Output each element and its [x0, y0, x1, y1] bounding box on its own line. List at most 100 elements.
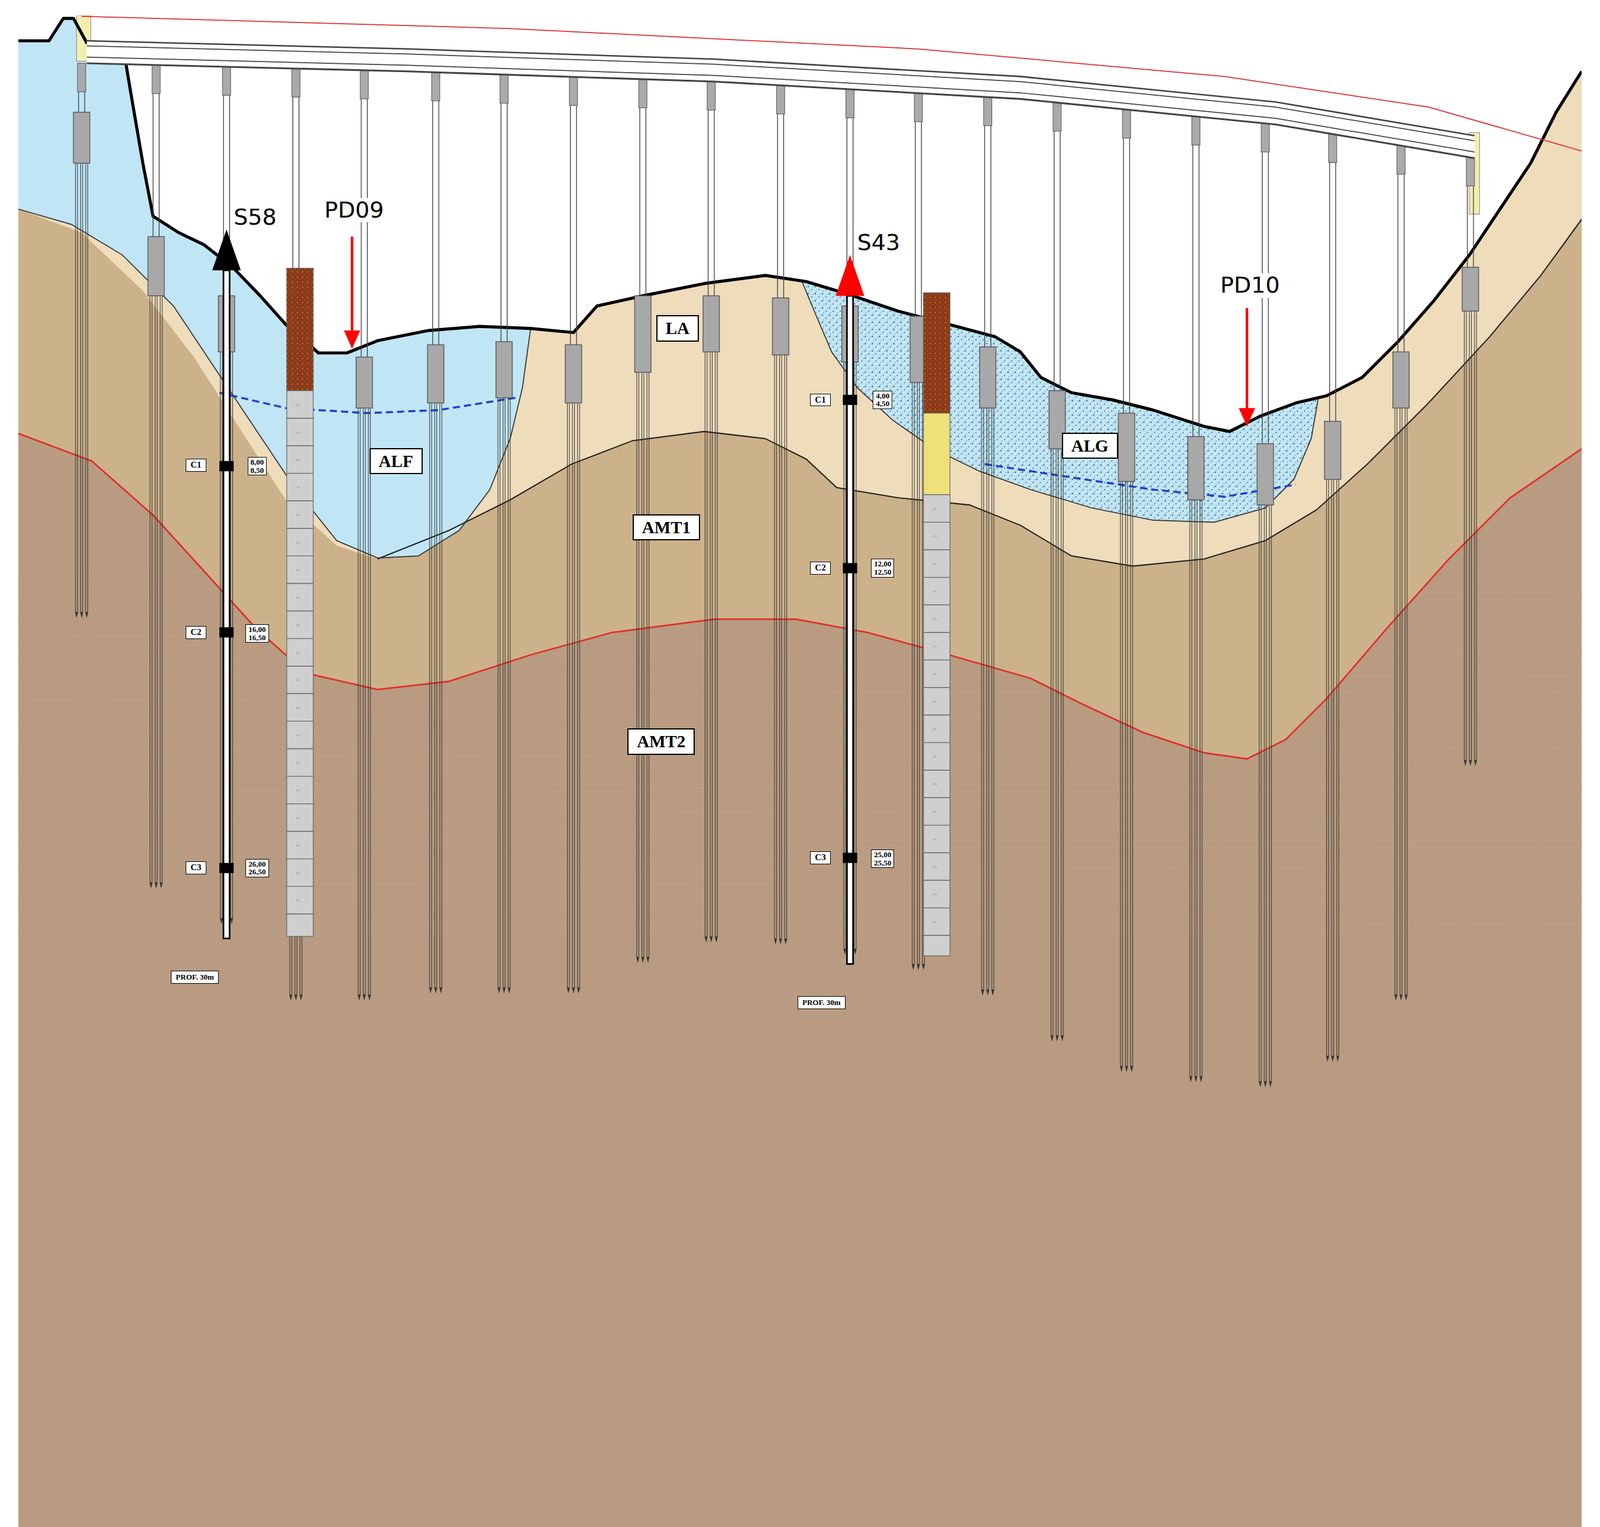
pile-tip	[853, 949, 857, 955]
pile	[1469, 311, 1470, 760]
pier-column	[1122, 109, 1124, 413]
log-mark	[295, 458, 300, 461]
log-division	[286, 748, 314, 750]
deck-line	[86, 63, 1475, 158]
log-mark	[932, 673, 937, 676]
pier-joint	[1261, 123, 1270, 152]
pile-tip	[784, 938, 787, 945]
pile	[574, 403, 575, 989]
pier-column	[921, 93, 922, 317]
pile-tip	[1464, 759, 1467, 766]
sample-marker	[842, 394, 857, 406]
pile	[497, 397, 499, 988]
pier-joint	[569, 76, 578, 106]
pile	[918, 382, 920, 965]
log-mark	[295, 652, 300, 654]
pile	[363, 407, 364, 995]
pile	[704, 351, 706, 937]
pile-tip	[646, 956, 650, 963]
pier-column	[914, 93, 916, 317]
pile	[151, 295, 153, 883]
pile-cap	[772, 298, 789, 356]
log-division	[286, 693, 314, 695]
pier	[703, 81, 720, 943]
box-text: 12,00 12,50	[873, 559, 892, 576]
sample-marker	[842, 562, 857, 573]
log-division	[286, 555, 314, 557]
pile	[986, 407, 987, 990]
pile-cap	[355, 357, 373, 408]
borehole-symbol	[835, 254, 864, 296]
log-mark	[295, 596, 300, 599]
box-text: ALF	[379, 452, 414, 471]
pile	[1464, 311, 1465, 760]
pile	[82, 163, 83, 612]
pile	[1063, 448, 1064, 1036]
sample-tag: C3	[810, 851, 831, 865]
pier-column	[1192, 116, 1194, 437]
sample-tag: C1	[185, 458, 206, 472]
pier-joint	[151, 65, 161, 94]
log-division	[923, 797, 951, 799]
texture-line	[18, 911, 1582, 913]
log-mark	[932, 783, 937, 786]
box-text: C2	[814, 563, 826, 573]
texture-line	[18, 736, 1582, 737]
pile	[706, 351, 708, 937]
depth-tag: 4,00 4,50	[872, 390, 893, 410]
pile-tip	[149, 882, 153, 889]
log-mark	[295, 431, 300, 434]
pier	[1257, 123, 1274, 1088]
pile	[1057, 448, 1059, 1036]
log-division	[923, 604, 951, 606]
sample-marker	[219, 863, 234, 874]
pile-cap	[496, 341, 513, 398]
pile	[1406, 407, 1408, 995]
pier-joint	[1328, 134, 1337, 163]
log-division	[286, 418, 314, 419]
pile	[1336, 479, 1337, 1057]
log-mark	[295, 844, 300, 847]
pile	[1130, 481, 1132, 1067]
pile	[77, 163, 79, 612]
log-mark	[932, 756, 937, 759]
pier-column	[500, 74, 502, 342]
box-text: C3	[190, 863, 202, 873]
la-layer	[18, 15, 1582, 567]
layer-boundary	[18, 209, 531, 559]
pile	[1125, 481, 1126, 1067]
pile-tip	[986, 989, 990, 996]
log-mark	[932, 838, 937, 841]
pier-column	[1053, 102, 1055, 391]
depth-tag: 12,00 12,50	[870, 558, 895, 578]
pile-tip	[502, 987, 506, 994]
pier	[1048, 102, 1066, 1042]
pier	[73, 63, 90, 619]
pile-tip	[439, 987, 443, 994]
log-mark	[295, 569, 300, 572]
box-text: PROF. 30m	[802, 998, 841, 1007]
pile	[360, 407, 361, 995]
texture-line	[18, 690, 1582, 693]
pile	[577, 403, 578, 989]
pile-tip	[1189, 1076, 1193, 1083]
pile	[981, 407, 983, 990]
pile-tip	[1326, 1056, 1330, 1062]
pile	[1060, 448, 1062, 1036]
pile	[641, 372, 643, 958]
pile-tip	[991, 989, 995, 996]
box-text: PROF. 30m	[175, 973, 215, 982]
sample-marker	[842, 852, 857, 863]
log-division	[923, 687, 951, 688]
box-text: 26,00 26,50	[248, 860, 266, 877]
sample-tag: C2	[810, 561, 831, 575]
pile	[364, 407, 366, 995]
arrow-head	[1238, 407, 1256, 427]
pile-tip	[497, 987, 501, 994]
pile-tip	[921, 964, 925, 971]
pile	[509, 397, 511, 988]
pile-tip	[294, 994, 298, 1001]
pile	[1126, 481, 1128, 1067]
log-division	[286, 858, 314, 860]
log-division	[923, 632, 951, 633]
